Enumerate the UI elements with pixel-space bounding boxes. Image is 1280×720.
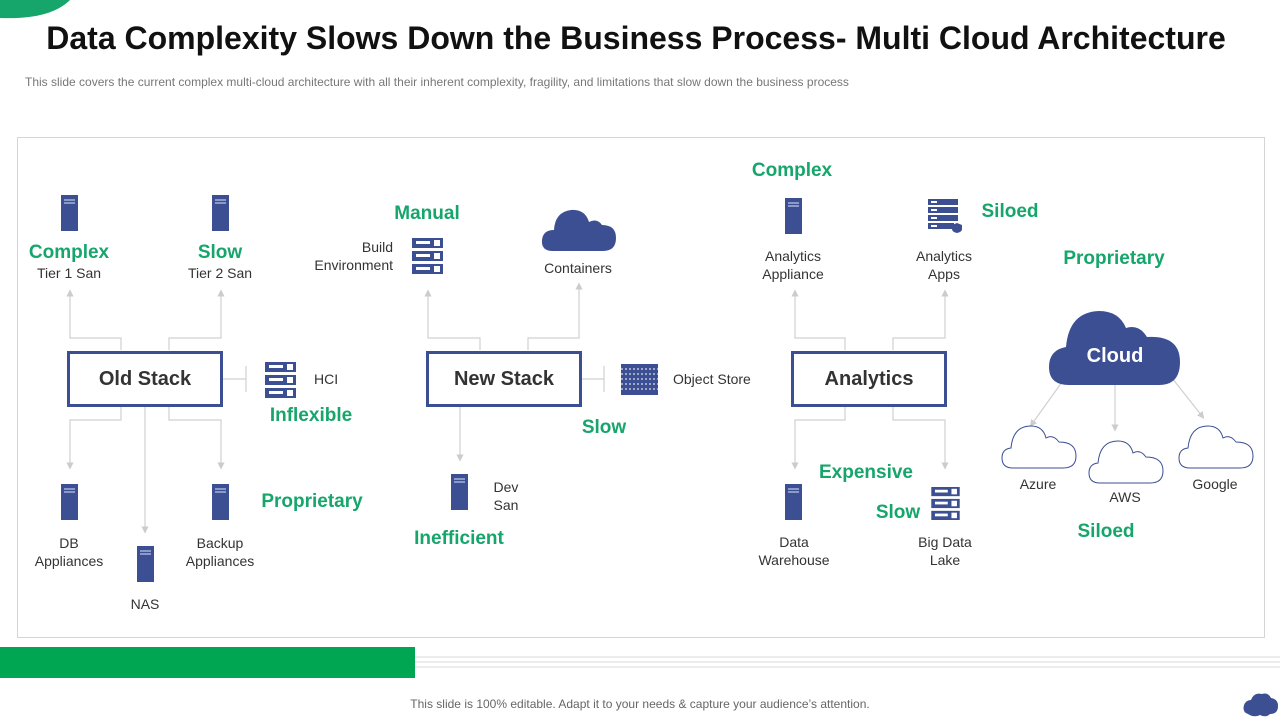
- cloud-label: Cloud: [1086, 345, 1144, 367]
- tag: Manual: [394, 203, 460, 224]
- server-tower-icon: [212, 484, 229, 520]
- azure-label: Azure: [1019, 476, 1057, 492]
- tag: Siloed: [981, 201, 1039, 222]
- server-tower-icon: [785, 198, 802, 234]
- tag: Inefficient: [414, 528, 504, 549]
- tag: Siloed: [1077, 521, 1135, 542]
- footer-green-bar: [0, 647, 415, 678]
- page-title: Data Complexity Slows Down the Business …: [46, 20, 1226, 56]
- analytics-box: Analytics: [791, 351, 947, 407]
- server-tower-icon: [61, 195, 78, 231]
- google-cloud-icon: [1178, 425, 1254, 469]
- server-tower-icon: [785, 484, 802, 520]
- tier1-label: Tier 1 San: [36, 265, 102, 281]
- tag: Slow: [581, 417, 627, 438]
- aws-cloud-icon: [1088, 440, 1164, 484]
- new-stack-box: New Stack: [426, 351, 582, 407]
- secure-server-icon: [928, 199, 962, 233]
- logo-cloud-icon: [1243, 693, 1278, 717]
- containers-label: Containers: [544, 260, 612, 276]
- server-tower-icon: [451, 474, 468, 510]
- old-stack-box: Old Stack: [67, 351, 223, 407]
- tag: Proprietary: [1063, 248, 1165, 269]
- object-store-label: Object Store: [673, 371, 751, 387]
- tag: Complex: [28, 242, 110, 263]
- aws-label: AWS: [1109, 489, 1141, 505]
- nas-label: NAS: [130, 596, 160, 612]
- footer-lines: [415, 656, 1280, 668]
- server-tower-icon: [61, 484, 78, 520]
- server-tower-icon: [212, 195, 229, 231]
- hci-label: HCI: [314, 371, 339, 387]
- azure-cloud-icon: [1001, 425, 1077, 469]
- server-tower-icon: [137, 546, 154, 582]
- cloud-icon: [1049, 311, 1180, 385]
- tag: Complex: [751, 160, 833, 181]
- tag: Inflexible: [269, 405, 353, 426]
- diagram-frame: [17, 137, 1265, 638]
- tag: Slow: [875, 502, 921, 523]
- server-rack-icon: [265, 362, 296, 398]
- server-rack-icon: [412, 238, 443, 274]
- corner-decoration: [0, 0, 70, 19]
- server-rack-icon: [931, 487, 960, 520]
- tag: Expensive: [819, 462, 913, 483]
- tier2-label: Tier 2 San: [187, 265, 253, 281]
- object-store-grid-icon: [621, 364, 658, 395]
- containers-cloud-icon: [541, 209, 616, 251]
- tag: Proprietary: [261, 491, 363, 512]
- google-label: Google: [1192, 476, 1238, 492]
- tag: Slow: [197, 242, 243, 263]
- page-subtitle: This slide covers the current complex mu…: [25, 75, 849, 89]
- footer-text: This slide is 100% editable. Adapt it to…: [410, 697, 870, 711]
